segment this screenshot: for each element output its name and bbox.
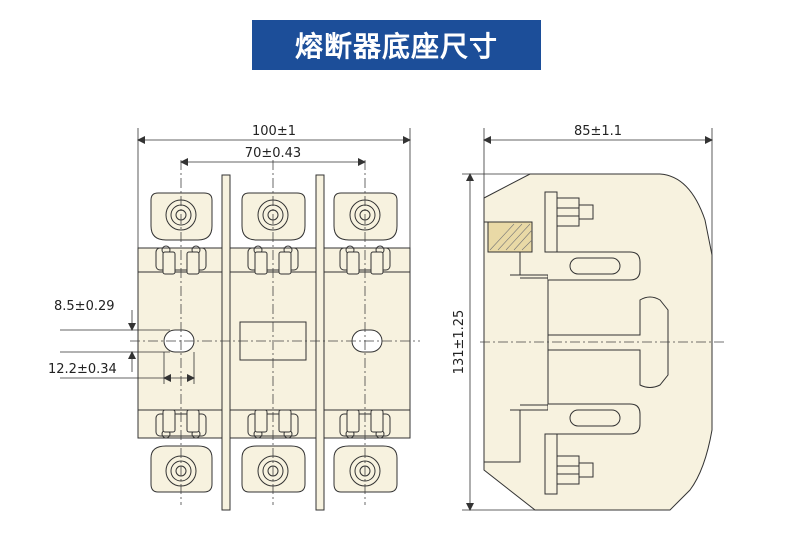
barrier-right	[315, 174, 325, 511]
dim-pitch: 70±0.43	[245, 146, 301, 161]
top-terminals	[150, 192, 398, 275]
dim-depth: 85±1.1	[574, 124, 622, 139]
page-title: 熔断器底座尺寸	[294, 30, 498, 63]
barrier-left	[221, 174, 231, 511]
dim-slot-width: 8.5±0.29	[54, 299, 115, 314]
front-view	[60, 128, 420, 511]
dim-slot-offset: 12.2±0.34	[48, 362, 117, 377]
dim-overall-width: 100±1	[252, 124, 296, 139]
title-banner: 熔断器底座尺寸	[252, 20, 541, 70]
dim-height: 131±1.25	[452, 310, 467, 375]
bottom-terminals	[150, 409, 398, 493]
side-view	[462, 128, 725, 511]
